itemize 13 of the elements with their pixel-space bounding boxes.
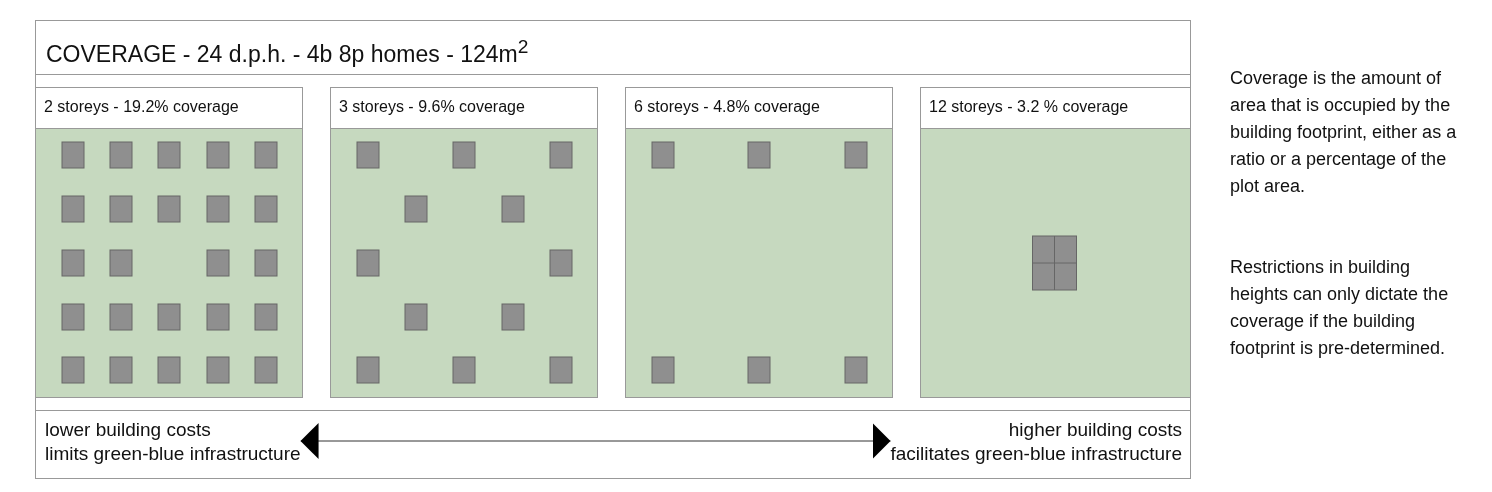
panel-heading: 2 storeys - 19.2% coverage xyxy=(36,88,302,129)
panel-heading: 6 storeys - 4.8% coverage xyxy=(626,88,892,129)
cost-note: higher building costs facilitates green-blue infrastructure xyxy=(890,418,1182,466)
explanatory-note: Coverage is the amount of area that is occupied by the building footprint, either as a ratio or a percentage of the plot area. xyxy=(1230,67,1458,198)
plot-panel xyxy=(330,87,598,398)
plot-panel xyxy=(625,87,893,398)
plot-panel xyxy=(920,87,1191,398)
plot-panel xyxy=(35,87,303,398)
panel-heading: 12 storeys - 3.2 % coverage xyxy=(921,88,1190,129)
double-headed-arrow xyxy=(300,423,891,459)
cost-note: lower building costs limits green-blue infrastructure xyxy=(45,418,301,466)
explanatory-note: Restrictions in building heights can only dictate the coverage if the building footprint is pre-determined. xyxy=(1230,256,1450,360)
panel-heading: 3 storeys - 9.6% coverage xyxy=(331,88,597,129)
